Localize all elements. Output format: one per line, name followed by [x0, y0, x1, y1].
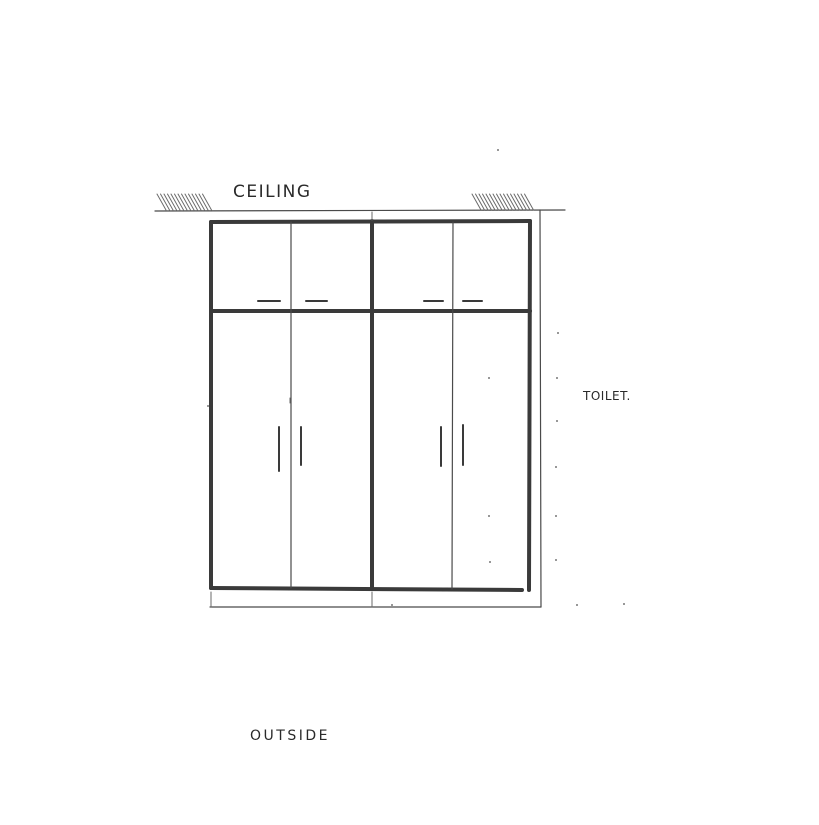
hatch-stroke [167, 193, 177, 211]
mark [497, 149, 499, 151]
hatch-stroke [510, 193, 520, 211]
hatch-stroke [188, 193, 198, 211]
door-split-2 [451, 221, 454, 590]
hatch-stroke [492, 193, 503, 211]
hatch-stroke [160, 193, 170, 211]
hatch-stroke [520, 193, 531, 211]
mark [576, 604, 578, 606]
hatch-stroke [478, 193, 489, 211]
mark [488, 377, 490, 379]
ceiling-line [154, 209, 566, 212]
hatch-stroke [191, 193, 202, 211]
mark [489, 561, 491, 563]
hatch-stroke [513, 193, 524, 211]
mark [555, 515, 557, 517]
hatch-stroke [177, 193, 188, 211]
mark [556, 420, 558, 422]
wardrobe-bottom [209, 586, 524, 592]
ceiling-group: CEILING [154, 182, 566, 212]
hatch-stroke [174, 193, 184, 211]
hatch-stroke [475, 193, 485, 211]
hatch-stroke [198, 193, 209, 211]
hatch-stroke [499, 193, 510, 211]
hatch-stroke [485, 193, 496, 211]
mark [207, 405, 209, 407]
hatch-stroke [471, 193, 482, 211]
hatch-stroke [489, 193, 499, 211]
mark [391, 604, 393, 606]
side-label: TOILET. [582, 389, 631, 403]
hatch-stroke [524, 193, 534, 211]
hatch-stroke [506, 193, 517, 211]
mark [555, 559, 557, 561]
hatch-stroke [170, 193, 181, 211]
hatch-stroke [517, 193, 527, 211]
mark [557, 332, 559, 334]
wardrobe-right [527, 219, 532, 592]
hatch-stroke [202, 193, 212, 211]
side-wall [209, 209, 542, 608]
hatch-stroke [195, 193, 205, 211]
ceiling-label: CEILING [233, 182, 312, 202]
hatch-stroke [163, 193, 174, 211]
hatch-stroke [503, 193, 513, 211]
mark [488, 515, 490, 517]
mark [556, 377, 558, 379]
hatch-stroke [184, 193, 195, 211]
ceiling-hatch-right [471, 193, 534, 211]
wardrobe [209, 219, 532, 592]
mark [623, 603, 625, 605]
side-wall-line [539, 209, 542, 608]
mark [555, 466, 557, 468]
hatch-stroke [181, 193, 191, 211]
hatch-stroke [156, 193, 167, 211]
stray-marks [207, 149, 625, 608]
hatch-stroke [482, 193, 492, 211]
bottom-label: OUTSIDE [250, 728, 330, 744]
ceiling-hatch-left [156, 193, 212, 211]
hatch-stroke [496, 193, 506, 211]
